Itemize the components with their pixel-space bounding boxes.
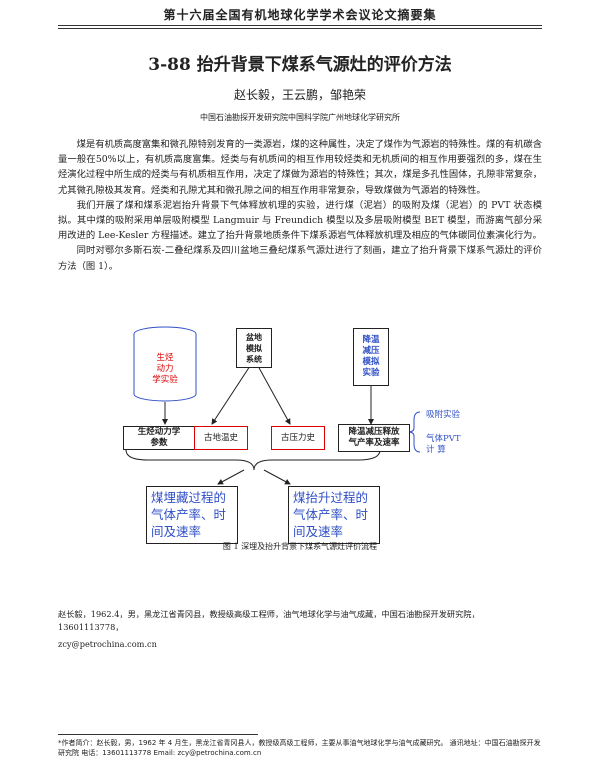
paragraph-2: 我们开展了煤和煤系泥岩抬升背景下气体释放机理的实验，进行煤（泥岩）的吸附及煤（泥… <box>58 199 542 242</box>
figure-caption: 图 1 深埋及抬升背景下煤系气源灶评价流程 <box>222 542 378 551</box>
authors: 赵长毅，王云鹏，邹艳荣 <box>233 88 366 102</box>
kinetics-parameters-box: 生烃动力学 参数 <box>123 426 195 450</box>
basin-simulation-box: 盆地 模拟 系统 <box>236 328 272 368</box>
workflow-diagram: 生烃 动力 学实验 盆地 模拟 系统 降温 减压 模拟 实验 生烃动力学 参数 … <box>58 320 542 550</box>
adsorption-note: 吸附实验 <box>426 410 461 420</box>
release-rate-box: 降温减压释放 气产率及速率 <box>338 424 410 452</box>
paleo-temperature-box: 古地温史 <box>194 426 248 450</box>
pvt-note: 气体PVT 计 算 <box>426 434 461 455</box>
diagram-connectors <box>125 326 421 485</box>
uplift-output-box: 煤抬升过程的 气体产率、时 间及速率 <box>288 486 380 544</box>
footnote: *作者简介：赵长毅，男，1962 年 4 月生，黑龙江省青冈县人，教授级高级工程… <box>58 739 541 757</box>
abstract-body: 煤是有机质高度富集和微孔隙特别发育的一类源岩，煤的这种属性，决定了煤作为气源岩的… <box>58 137 542 274</box>
paragraph-3: 同时对鄂尔多斯石炭-二叠纪煤系及四川盆地三叠纪煤系气源灶进行了刻画，建立了抬升背… <box>58 245 542 272</box>
affiliation: 中国石油勘探开发研究院中国科学院广州地球化学研究所 <box>200 113 400 122</box>
cylinder-body <box>133 334 197 402</box>
author-email: zcy@petrochina.com.cn <box>58 639 157 649</box>
author-bio: 赵长毅，1962.4，男，黑龙江省青冈县，教授级高级工程师，油气地球化学与油气成… <box>58 609 480 632</box>
paragraph-1: 煤是有机质高度富集和微孔隙特别发育的一类源岩，煤的这种属性，决定了煤作为气源岩的… <box>58 139 542 196</box>
paper-title: 3-88 抬升背景下煤系气源灶的评价方法 <box>148 55 452 75</box>
running-header: 第十六届全国有机地球化学学术会议论文摘要集 <box>163 8 437 22</box>
kinetics-experiment-label: 生烃 动力 学实验 <box>152 352 178 385</box>
header-rule <box>58 25 542 29</box>
burial-output-box: 煤埋藏过程的 气体产率、时 间及速率 <box>146 486 238 544</box>
footnote-rule <box>58 734 258 735</box>
cooling-depressurization-box: 降温 减压 模拟 实验 <box>353 328 389 386</box>
paleo-pressure-box: 古压力史 <box>271 426 325 450</box>
